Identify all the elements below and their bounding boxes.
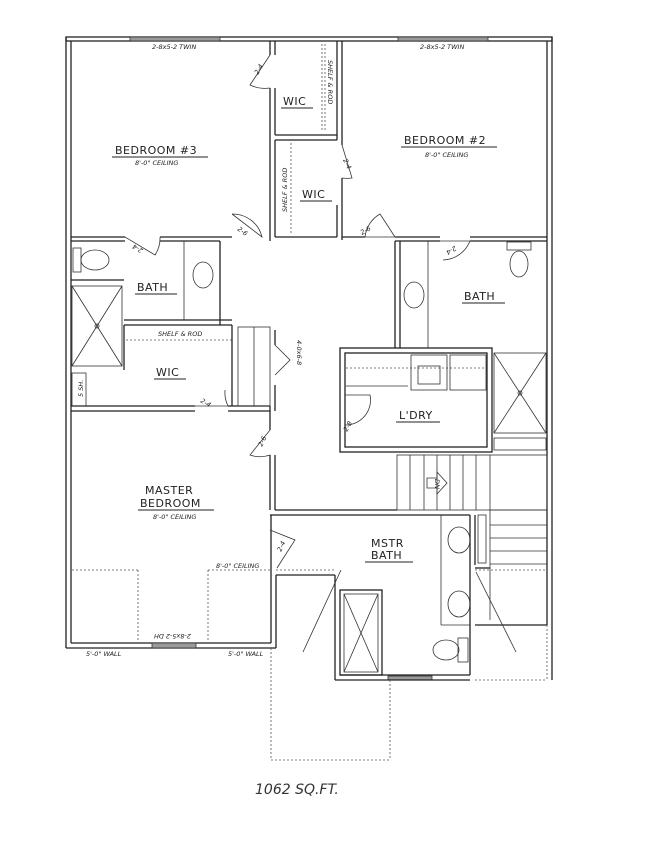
- sink-icon: [403, 281, 425, 309]
- room-label-laundry: L'DRY: [399, 409, 433, 422]
- window-bedroom2: [397, 36, 489, 42]
- door-size-label: 2-4: [131, 242, 144, 254]
- interior-walls: [71, 41, 548, 761]
- door-swings: [124, 54, 471, 569]
- room-label-wic-top: WIC: [283, 95, 306, 108]
- ceiling-note-bedroom3: 8'-0" CEILING: [135, 159, 178, 167]
- total-area-label: 1062 SQ.FT.: [255, 782, 339, 798]
- window-label-bedroom2: 2-8x5-2 TWIN: [420, 43, 464, 51]
- room-label-mstr-bath-line1: MSTR: [371, 537, 404, 550]
- toilet-tank-icon: [457, 637, 469, 663]
- toilet-icon: [432, 639, 460, 661]
- shelf-rod-label-2: SHELF & ROD: [281, 168, 289, 212]
- door-size-label: 2-8: [342, 420, 354, 433]
- sink-icon: [192, 261, 214, 289]
- closet-door-label: 4-0x6-8: [295, 340, 303, 365]
- room-label-bath-left: BATH: [137, 281, 168, 294]
- room-label-master-line1: MASTER: [145, 484, 193, 497]
- fixtures: [72, 241, 532, 663]
- wall-label-right: 5'-0" WALL: [228, 650, 264, 658]
- room-label-master-line2: BEDROOM: [140, 497, 201, 510]
- door-size-label: 2-4: [276, 540, 288, 553]
- toilet-icon: [509, 250, 529, 278]
- room-label-wic-mid: WIC: [302, 188, 325, 201]
- door-size-label: 2-4: [199, 397, 212, 409]
- wall-label-left: 5'-0" WALL: [86, 650, 122, 658]
- ceiling-note-master: 8'-0" CEILING: [153, 513, 196, 521]
- room-label-bedroom3: BEDROOM #3: [115, 144, 197, 157]
- window-label-master: 2-8x5-2 DH: [154, 632, 191, 640]
- ceiling-note-bedroom2: 8'-0" CEILING: [425, 151, 468, 159]
- stairs-label: DN: [433, 479, 441, 489]
- door-size-label: 2-6: [257, 435, 269, 448]
- door-size-label: 2-6: [236, 225, 249, 238]
- door-size-label: 2-4: [445, 244, 458, 256]
- toilet-tank-icon: [72, 247, 82, 273]
- sink-icon: [447, 590, 471, 618]
- toilet-tank-icon: [506, 241, 532, 251]
- ceiling-note-master-2: 8'-0" CEILING: [216, 562, 259, 570]
- window-bedroom3: [129, 36, 221, 42]
- toilet-icon: [80, 249, 110, 271]
- shelf-rod-label-3: SHELF & ROD: [158, 330, 202, 338]
- door-size-label: 2-6: [359, 224, 372, 236]
- room-label-bedroom2: BEDROOM #2: [404, 134, 486, 147]
- room-label-mstr-bath-line2: BATH: [371, 549, 402, 562]
- window-master: [151, 642, 197, 649]
- exterior-walls: [65, 36, 553, 680]
- room-label-bath-right: BATH: [464, 290, 495, 303]
- room-label-wic-master: WIC: [156, 366, 179, 379]
- stairs-arrow-icon: [426, 470, 448, 496]
- window-label-bedroom3: 2-8x5-2 TWIN: [152, 43, 196, 51]
- shelf-rod-label-1: SHELF & ROD: [326, 60, 334, 104]
- door-size-label: 2-4: [341, 157, 353, 170]
- shelf-label-5sh: 5 SH.: [77, 380, 85, 397]
- sink-icon: [447, 526, 471, 554]
